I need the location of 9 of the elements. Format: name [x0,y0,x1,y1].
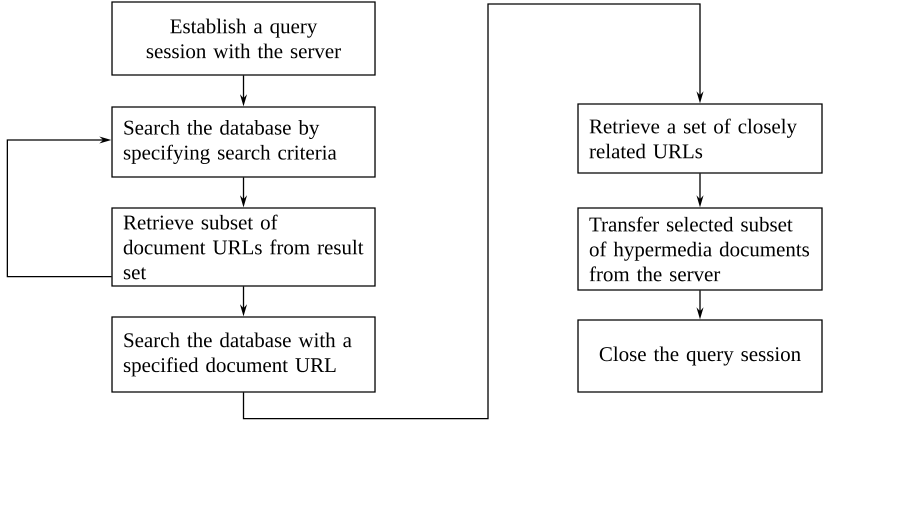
process-box: Establish a query session with the server [111,1,376,76]
process-box: Retrieve a set of closely related URLs [577,103,823,174]
arrow [6,136,112,278]
process-box: Transfer selected subset of hypermedia documents from the server [577,207,823,291]
process-box: Search the database with a specified document URL [111,316,376,393]
process-box: Close the query session [577,319,823,393]
arrow [242,3,704,420]
process-box: Retrieve subset of document URLs from result set [111,207,376,287]
process-box: Search the database by specifying search criteria [111,106,376,178]
